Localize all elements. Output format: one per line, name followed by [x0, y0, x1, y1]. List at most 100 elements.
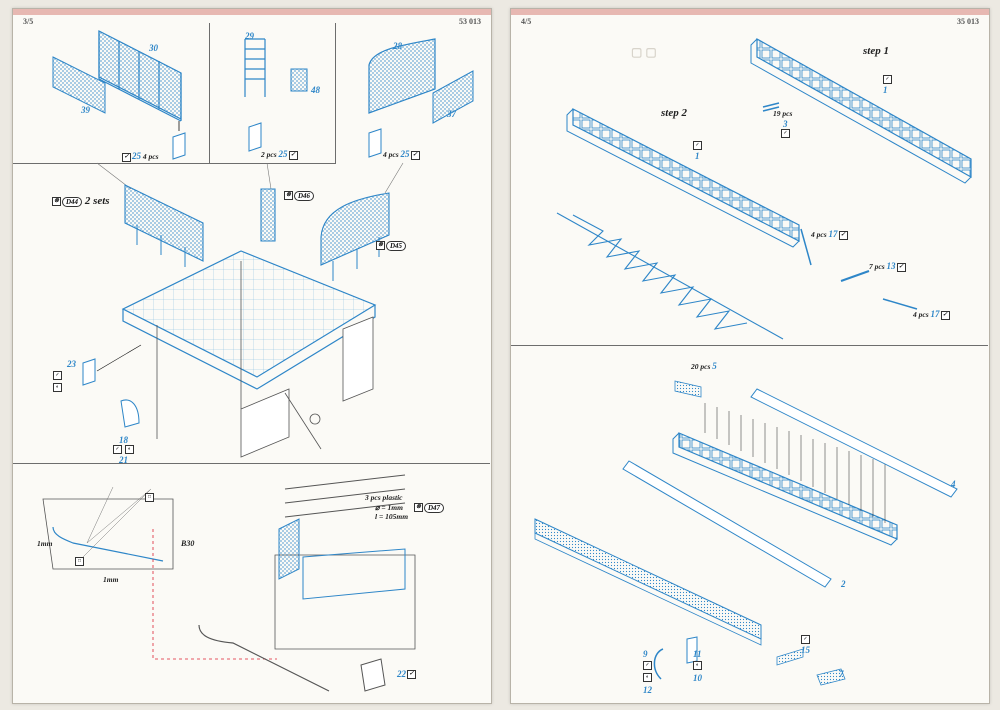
walkway-plate: [534, 518, 762, 640]
part-label-2: 2: [841, 579, 846, 589]
part-label-1a: 1: [883, 85, 888, 95]
page-number: 4/5: [521, 17, 532, 26]
check-icon: ✓: [410, 150, 420, 160]
mesh-panel-48: [290, 68, 308, 92]
part-label-b30: B30: [181, 539, 195, 548]
platform-deck: [121, 250, 377, 378]
decal-icon: ⊗: [414, 502, 423, 512]
part-22: [360, 658, 386, 692]
bleed-through-text: ▢ ▢: [631, 45, 657, 59]
side-rail-2: [622, 460, 832, 588]
tread-part-5: [674, 380, 702, 398]
bar-part-17: [882, 298, 918, 310]
decal-icon: ⊗: [284, 190, 293, 200]
part-15: [776, 648, 804, 666]
plastic-diameter: ⌀ = 1mm: [375, 503, 403, 512]
step-2-title: step 2: [661, 107, 687, 119]
ladder-frame-step1: [756, 37, 972, 179]
qty-20pcs: 20 pcs 5: [691, 361, 717, 371]
part-label-4: 4: [951, 479, 956, 489]
page-header-bar: [13, 9, 491, 15]
paint-icon: ◐: [125, 445, 134, 454]
part-label-39: 39: [81, 105, 90, 115]
check-icon: ✓: [113, 445, 122, 454]
mesh-panel-39: [52, 56, 106, 114]
step-1-title: step 1: [863, 45, 889, 57]
part-label-7: 7: [839, 669, 844, 679]
panel-top-middle: [209, 23, 336, 164]
part-label-21: 21: [119, 455, 128, 465]
ref-d45: ⊗D45: [375, 239, 407, 251]
part-label-18: 18: [119, 435, 128, 445]
check-icon: ✓: [896, 262, 906, 272]
plastic-length: l = 105mm: [375, 512, 409, 521]
check-icon: ✓: [643, 661, 652, 670]
right-drawings: [534, 37, 972, 686]
bracket-25: [172, 132, 186, 160]
check-icon: ✓: [122, 152, 131, 162]
qty-4pcs-a: 4 pcs 17✓: [811, 229, 848, 240]
qty-7pcs: 7 pcs 13✓: [869, 261, 906, 272]
qty-4pcs-b: 4 pcs 17✓: [913, 309, 950, 320]
part-label-37: 37: [447, 109, 456, 119]
check-icon: ✓: [53, 371, 62, 380]
dimension-1: 1mm: [37, 539, 53, 548]
rail-assembly-28: [368, 38, 436, 114]
part-label-1b: 1: [695, 151, 700, 161]
check-icon: ✓: [288, 150, 298, 160]
rail-mounted-middle: [260, 188, 276, 242]
kit-code: 35 013: [957, 17, 979, 26]
rung-part-3: [762, 102, 780, 112]
part-18: [120, 399, 140, 428]
decal-icon: ⊗: [376, 240, 385, 250]
ref-d46: ⊗D46: [283, 189, 315, 201]
rail-mounted-right: [320, 192, 390, 266]
part-label-23: 23: [67, 359, 76, 369]
panel-top-left: [13, 23, 210, 164]
part-label-15: 15: [801, 645, 810, 655]
right-page: 4/5 35 013: [510, 8, 990, 704]
bracket-25c: [368, 128, 382, 158]
brace-zigzag: [556, 212, 784, 340]
handrail-bent: [52, 526, 164, 562]
rear-mesh-gate: [278, 518, 300, 580]
check-icon: ✓: [883, 75, 892, 84]
part-23: [82, 358, 96, 386]
qty-label-p3: 4 pcs 25✓: [383, 149, 420, 160]
part-label-48: 48: [311, 85, 320, 95]
page-number: 3/5: [23, 17, 34, 26]
qty-label-p2: 2 pcs 25✓: [261, 149, 298, 160]
check-icon: ✓: [407, 670, 416, 680]
paint-icon: ◐: [53, 383, 62, 392]
rail-assembly-30: [98, 30, 182, 122]
check-icon: ✓: [693, 141, 702, 150]
kit-code: 53 013: [459, 17, 481, 26]
part-label-3: 3: [783, 119, 788, 129]
vehicle-body-outline: [42, 498, 174, 570]
qty-label-p1: ✓25 4 pcs: [122, 151, 159, 162]
part-label-30: 30: [149, 43, 158, 53]
check-icon: ✓: [781, 129, 790, 138]
plastic-note: 3 pcs plastic: [365, 493, 403, 502]
part-label-9: 9: [643, 649, 648, 659]
bar-part-13: [840, 270, 870, 282]
page-header-bar: [511, 9, 989, 15]
ref-d47: ⊗D47: [413, 501, 445, 513]
check-icon: ✓: [801, 635, 810, 644]
bracket-25b: [248, 122, 262, 152]
mesh-panel-37: [432, 70, 474, 124]
check-icon: ✓: [838, 230, 848, 240]
ladder-frame-step2: [572, 108, 800, 242]
part-7: [816, 668, 846, 686]
panel-main-assembly: [13, 163, 490, 464]
left-page: 3/5 53 013: [12, 8, 492, 704]
rail-mounted-left: [124, 184, 204, 262]
part-label-29: 29: [245, 31, 254, 41]
side-rail-4: [750, 388, 958, 498]
qty-19pcs: 19 pcs: [773, 109, 793, 118]
check-icon: ✓: [940, 310, 950, 320]
paint-icon: ◐: [643, 673, 652, 682]
part-label-28: 28: [393, 41, 402, 51]
part-9: [653, 648, 664, 680]
rear-handrail: [198, 624, 330, 692]
